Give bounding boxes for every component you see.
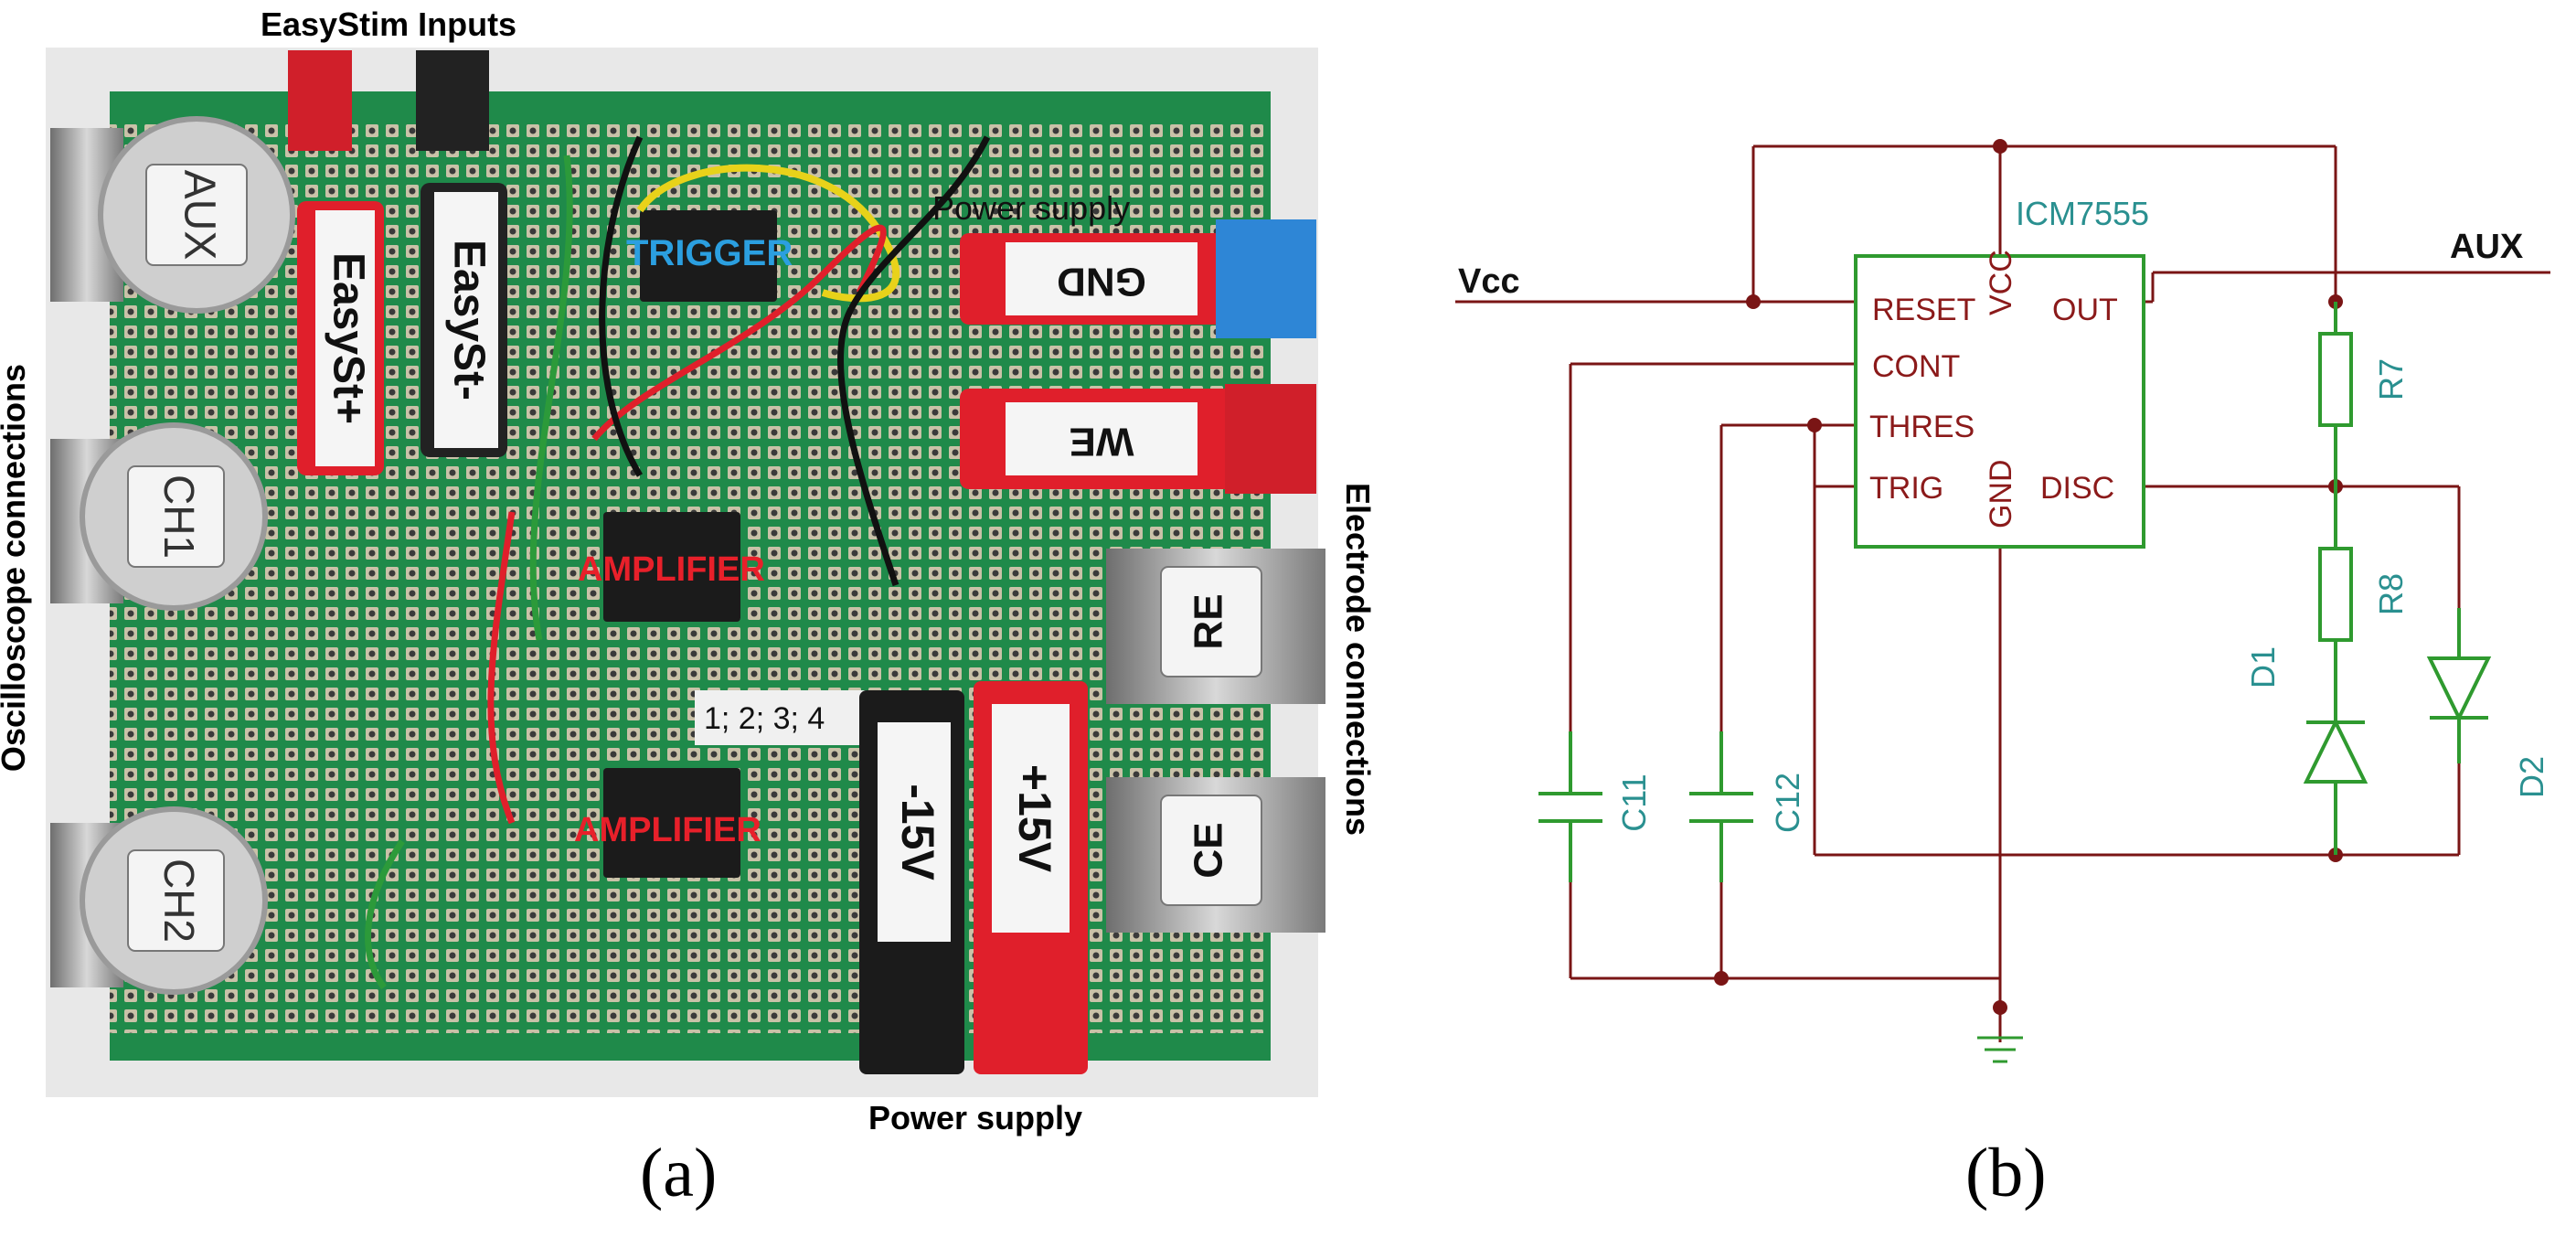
label-aux: AUX bbox=[175, 170, 223, 261]
bnc-ch1: CH1 bbox=[50, 422, 268, 611]
caption-b: (b) bbox=[1965, 1135, 2047, 1211]
label-amplifier-1: AMPLIFIER bbox=[578, 550, 765, 589]
label-re: RE bbox=[1187, 593, 1231, 649]
plug-we: WE bbox=[960, 384, 1316, 494]
pin-cont: CONT bbox=[1872, 349, 1960, 384]
label-plus-15v: +15V bbox=[1009, 764, 1060, 873]
capacitor-c11 bbox=[1538, 731, 1602, 882]
pin-vcc: VCC bbox=[1984, 250, 2018, 315]
label-d1: D1 bbox=[2244, 646, 2282, 688]
amplifier-chip-2 bbox=[603, 768, 740, 878]
pin-thres: THRES bbox=[1869, 410, 1975, 444]
label-amplifier-2: AMPLIFIER bbox=[574, 811, 761, 849]
pin-reset: RESET bbox=[1872, 293, 1975, 327]
pin-disc: DISC bbox=[2040, 471, 2114, 506]
plug-easystim-minus: EasySt- bbox=[416, 50, 507, 457]
bnc-ch2: CH2 bbox=[50, 806, 268, 995]
plug-easystim-plus: EasySt+ bbox=[288, 50, 384, 475]
pin-trig: TRIG bbox=[1869, 471, 1943, 506]
resistor-r7 bbox=[2318, 302, 2353, 486]
label-c11: C11 bbox=[1615, 774, 1653, 831]
capacitor-c12 bbox=[1689, 731, 1753, 882]
panel-b-schematic: ICM7555 RESET VCC OUT CONT THRES TRIG GN… bbox=[1353, 0, 2576, 1254]
plug-minus-15v: -15V bbox=[859, 690, 964, 1074]
schematic-diagram: ICM7555 RESET VCC OUT CONT THRES TRIG GN… bbox=[1455, 139, 2550, 1063]
label-power-supply-bottom: Power supply bbox=[868, 1099, 1083, 1136]
diode-d2 bbox=[2426, 608, 2492, 763]
label-ic-name: ICM7555 bbox=[2016, 195, 2149, 232]
label-easystim-inputs: EasyStim Inputs bbox=[261, 5, 517, 43]
bnc-aux: AUX bbox=[50, 116, 295, 314]
label-we: WE bbox=[1070, 419, 1134, 464]
label-easystim-plus: EasySt+ bbox=[324, 252, 372, 424]
label-ch2: CH2 bbox=[155, 859, 203, 943]
plug-plus-15v: +15V bbox=[974, 681, 1088, 1074]
bnc-ce: CE bbox=[1106, 777, 1325, 933]
ic-icm7555-box bbox=[1854, 254, 2145, 549]
label-oscilloscope-connections: Oscilloscope connections bbox=[0, 363, 32, 773]
label-ce: CE bbox=[1187, 822, 1231, 878]
pin-gnd: GND bbox=[1984, 459, 2018, 528]
label-trigger: TRIGGER bbox=[626, 233, 793, 273]
resistor-r8 bbox=[2318, 486, 2353, 722]
amplifier-chip-1 bbox=[603, 512, 740, 622]
label-ch1: CH1 bbox=[155, 475, 203, 559]
junction-dots bbox=[1714, 139, 2343, 1015]
label-c12: C12 bbox=[1769, 773, 1806, 833]
plug-gnd: GND bbox=[960, 219, 1316, 338]
pin-out: OUT bbox=[2052, 293, 2118, 327]
bnc-re: RE bbox=[1106, 549, 1325, 704]
label-d2: D2 bbox=[2513, 756, 2550, 798]
label-easystim-minus: EasySt- bbox=[444, 240, 493, 400]
sequence-note-bg bbox=[695, 690, 873, 745]
net-aux: AUX bbox=[2450, 228, 2524, 266]
label-r7: R7 bbox=[2372, 358, 2410, 400]
net-vcc: Vcc bbox=[1458, 262, 1520, 301]
label-power-supply-top: Power supply bbox=[932, 189, 1130, 227]
label-minus-15v: -15V bbox=[892, 784, 943, 880]
schematic-wires bbox=[1455, 144, 2550, 1042]
board-photo-illustration: AUX CH1 CH2 EasySt+ EasySt- bbox=[46, 48, 1325, 1097]
caption-a: (a) bbox=[640, 1135, 718, 1211]
ground-symbol bbox=[1977, 1036, 2023, 1063]
trigger-chip bbox=[640, 210, 777, 302]
label-gnd: GND bbox=[1057, 259, 1146, 304]
panel-a-board-photo: AUX CH1 CH2 EasySt+ EasySt- bbox=[0, 5, 1377, 1211]
label-r8: R8 bbox=[2372, 573, 2410, 615]
label-sequence: 1; 2; 3; 4 bbox=[704, 701, 825, 736]
diode-d1 bbox=[2303, 718, 2368, 855]
